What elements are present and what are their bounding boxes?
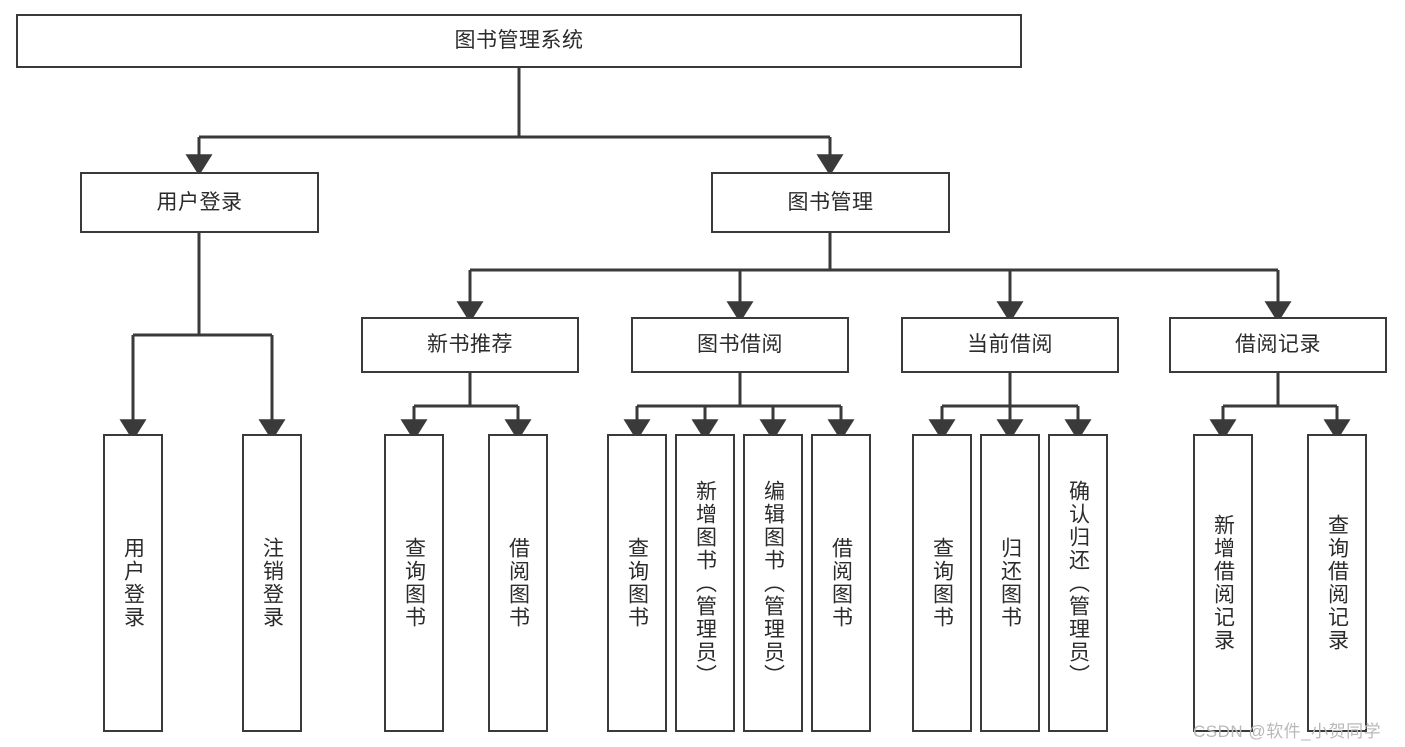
node-root-book-management-system[interactable]: 图书管理系统	[16, 14, 1022, 68]
node-label: 图书借阅	[697, 333, 783, 357]
node-label: 新增借阅记录	[1211, 514, 1235, 652]
node-label: 新书推荐	[427, 333, 513, 357]
leaf-logout-login[interactable]: 注销登录	[242, 434, 302, 732]
leaf-borrow-book-newbook[interactable]: 借阅图书	[488, 434, 548, 732]
node-label: 查询图书	[625, 537, 649, 629]
node-label: 用户登录	[156, 190, 243, 214]
node-label: 图书管理	[787, 190, 874, 214]
node-new-book-recommend[interactable]: 新书推荐	[361, 317, 579, 373]
leaf-query-borrow-record[interactable]: 查询借阅记录	[1307, 434, 1367, 732]
node-label: 查询图书	[402, 537, 426, 629]
node-label: 归还图书	[998, 537, 1022, 629]
leaf-confirm-return-admin[interactable]: 确认归还（管理员）	[1048, 434, 1108, 732]
node-label: 确认归还（管理员）	[1066, 479, 1090, 687]
leaf-user-login[interactable]: 用户登录	[103, 434, 163, 732]
leaf-query-book-borrow[interactable]: 查询图书	[607, 434, 667, 732]
leaf-return-book[interactable]: 归还图书	[980, 434, 1040, 732]
leaf-query-book-newbook[interactable]: 查询图书	[384, 434, 444, 732]
node-borrow-record[interactable]: 借阅记录	[1169, 317, 1387, 373]
node-current-borrow[interactable]: 当前借阅	[901, 317, 1119, 373]
node-label: 查询图书	[930, 537, 954, 629]
leaf-add-borrow-record[interactable]: 新增借阅记录	[1193, 434, 1253, 732]
node-label: 借阅图书	[829, 537, 853, 629]
node-book-borrow[interactable]: 图书借阅	[631, 317, 849, 373]
node-book-management[interactable]: 图书管理	[711, 172, 950, 233]
node-label: 借阅记录	[1235, 333, 1321, 357]
leaf-add-book-admin[interactable]: 新增图书（管理员）	[675, 434, 735, 732]
node-label: 当前借阅	[967, 333, 1053, 357]
node-label: 注销登录	[260, 537, 284, 629]
leaf-edit-book-admin[interactable]: 编辑图书（管理员）	[743, 434, 803, 732]
node-user-login[interactable]: 用户登录	[80, 172, 319, 233]
node-label: 查询借阅记录	[1325, 514, 1349, 652]
node-label: 编辑图书（管理员）	[761, 479, 785, 687]
leaf-query-book-current[interactable]: 查询图书	[912, 434, 972, 732]
node-label: 借阅图书	[506, 537, 530, 629]
node-label: 新增图书（管理员）	[693, 479, 717, 687]
csdn-watermark: CSDN @软件_小贺同学	[1193, 722, 1382, 741]
leaf-borrow-book[interactable]: 借阅图书	[811, 434, 871, 732]
node-label: 用户登录	[121, 537, 145, 629]
node-label: 图书管理系统	[454, 29, 584, 53]
